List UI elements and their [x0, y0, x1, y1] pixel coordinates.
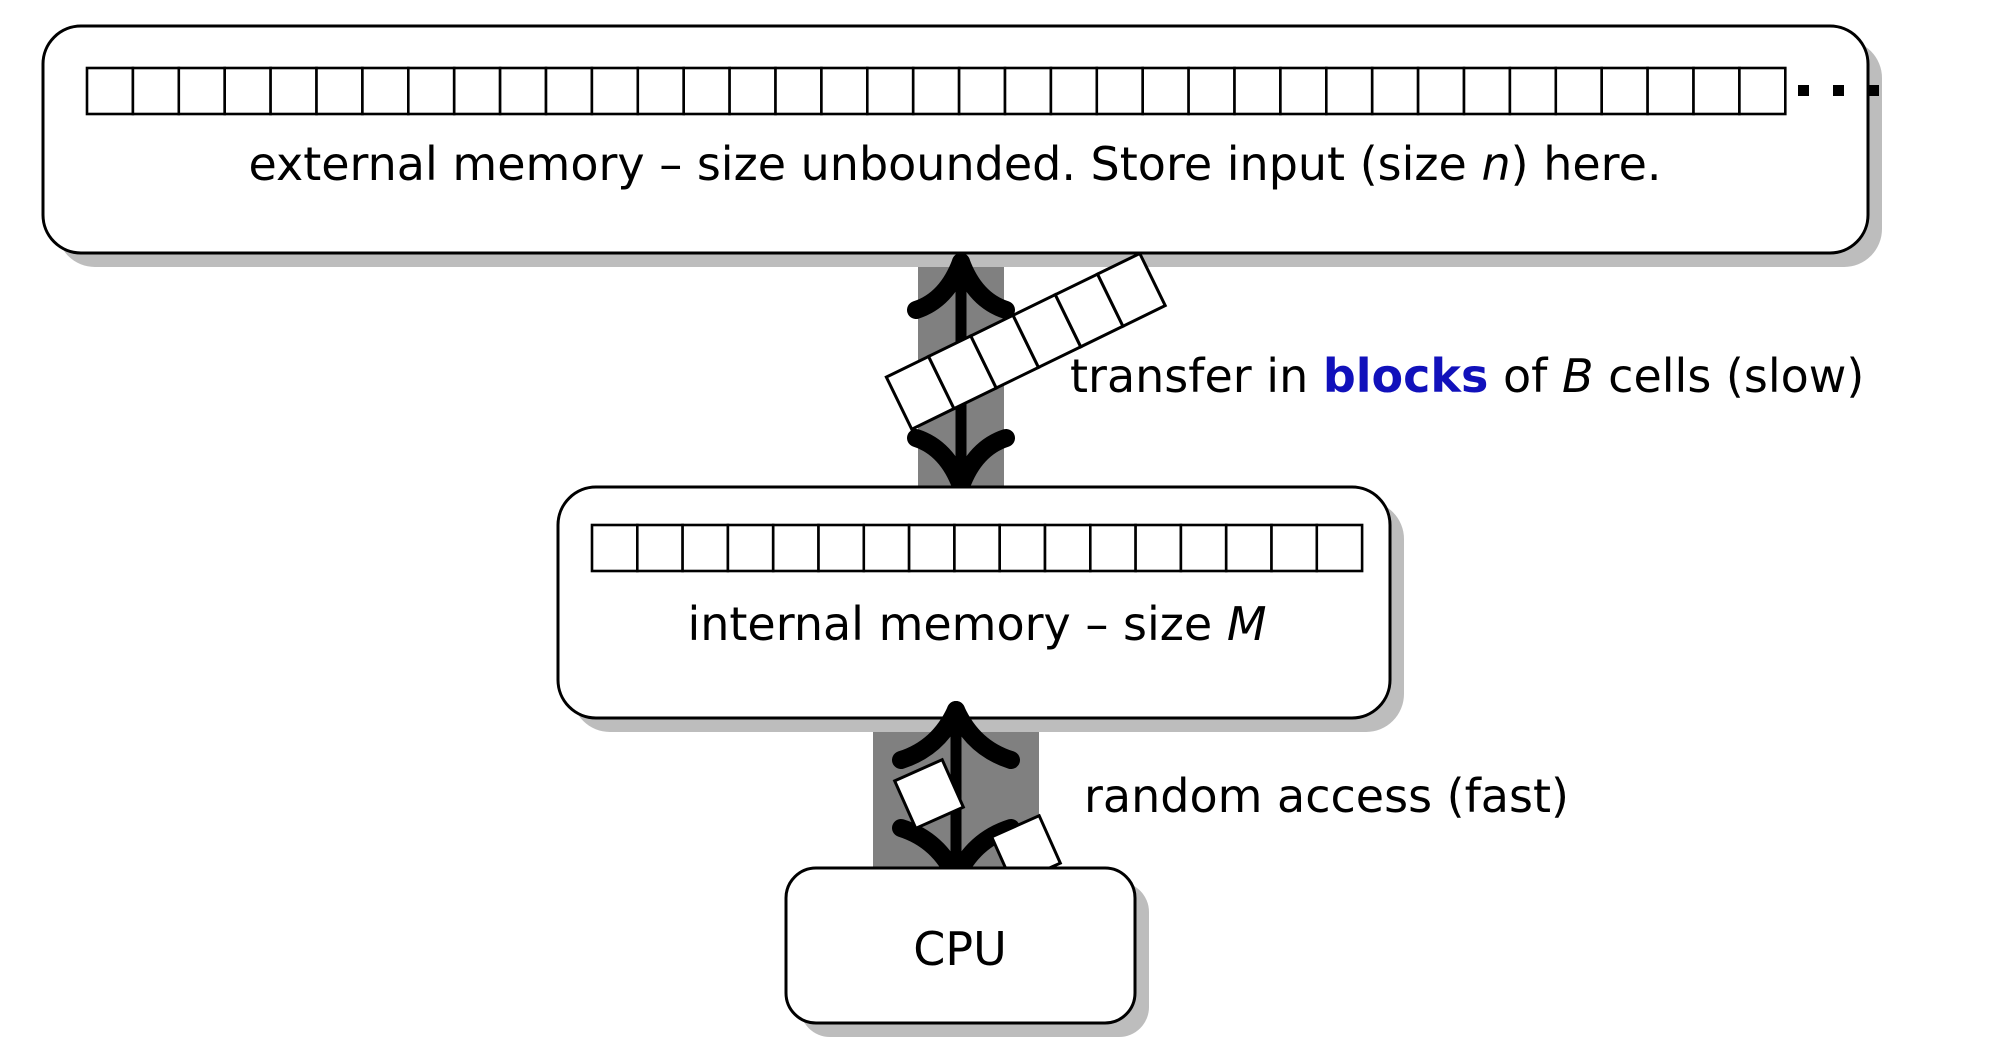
access-channel-label: random access (fast) — [1084, 769, 1569, 823]
transfer-arrow-head-up — [952, 253, 1015, 319]
memory-cell — [1179, 523, 1228, 573]
transfer-channel-label: transfer in blocks of B cells (slow) — [1070, 349, 1864, 403]
memory-cell — [406, 66, 456, 116]
memory-cell — [590, 523, 639, 573]
memory-cell — [223, 66, 272, 116]
cpu-box[interactable]: CPU — [784, 866, 1149, 1037]
access-loose-cells — [892, 757, 1063, 887]
memory-cell — [1224, 523, 1273, 573]
internal-memory-box[interactable]: internal memory – size M — [556, 485, 1404, 732]
memory-cell — [1315, 523, 1364, 573]
memory-cell — [85, 66, 135, 116]
external-memory-box[interactable]: external memory – size unbounded. Store … — [41, 24, 1882, 267]
memory-cell — [590, 66, 640, 116]
memory-cell — [1325, 66, 1374, 116]
memory-cell — [1270, 523, 1319, 573]
memory-cell — [1233, 66, 1282, 116]
external-memory-label-variable: n — [1481, 137, 1510, 191]
memory-cell — [1646, 66, 1695, 116]
memory-cell — [1089, 523, 1137, 573]
memory-cell — [1462, 66, 1512, 116]
memory-cell — [1095, 66, 1145, 116]
memory-cell — [1738, 66, 1787, 116]
memory-cell — [1600, 66, 1649, 116]
memory-cell — [681, 523, 730, 573]
external-memory-cell-strip — [85, 66, 1787, 116]
transfer-label-middle: of — [1488, 349, 1562, 403]
transfer-label-variable: B — [1562, 349, 1594, 403]
memory-cell — [820, 66, 869, 116]
memory-cell — [177, 66, 227, 116]
transfer-label-prefix: transfer in — [1070, 349, 1323, 403]
transfer-arrow — [907, 253, 1015, 495]
memory-cell — [361, 66, 410, 116]
cpu-label: CPU — [913, 922, 1007, 976]
internal-memory-label-prefix: internal memory – size — [687, 597, 1226, 651]
cpu-box-outline — [784, 866, 1137, 1025]
memory-cell — [726, 523, 775, 573]
memory-cell — [315, 66, 364, 116]
memory-cell — [998, 523, 1047, 573]
memory-cell — [544, 66, 594, 116]
internal-memory-label-variable: M — [1227, 597, 1267, 651]
memory-cell — [957, 66, 1007, 116]
external-memory-label: external memory – size unbounded. Store … — [249, 137, 1662, 191]
memory-cell — [682, 66, 731, 116]
memory-cell — [1508, 66, 1558, 116]
memory-cell — [911, 66, 961, 116]
external-memory-label-prefix: external memory – size unbounded. Store … — [249, 137, 1482, 191]
transfer-arrow-head-down — [952, 429, 1015, 495]
memory-cell — [774, 66, 823, 116]
memory-cell — [862, 523, 911, 573]
memory-cell — [1279, 66, 1328, 116]
memory-cell — [636, 66, 685, 116]
memory-cell — [269, 66, 318, 116]
external-memory-label-suffix: ) here. — [1511, 137, 1662, 191]
ellipsis-icon — [1798, 85, 1879, 96]
memory-cell — [865, 66, 915, 116]
loose-cell — [892, 757, 966, 831]
memory-cell — [728, 66, 777, 116]
memory-cell — [1692, 66, 1741, 116]
memory-cell — [1141, 66, 1190, 116]
memory-cell — [771, 523, 820, 573]
block-cell — [1095, 251, 1168, 329]
memory-cell — [131, 66, 181, 116]
internal-memory-label: internal memory – size M — [687, 597, 1266, 651]
access-arrow-head-up — [947, 701, 1020, 769]
memory-cell — [1043, 523, 1092, 573]
memory-cell — [1049, 66, 1099, 116]
memory-cell — [817, 523, 866, 573]
memory-cell — [907, 523, 956, 573]
memory-cell — [1187, 66, 1236, 116]
memory-cell — [1370, 66, 1420, 116]
memory-cell — [1134, 523, 1183, 573]
transfer-label-suffix: cells (slow) — [1594, 349, 1865, 403]
internal-memory-cell-strip — [590, 523, 1364, 573]
memory-cell — [452, 66, 502, 116]
memory-cell — [1554, 66, 1604, 116]
transfer-label-highlight: blocks — [1323, 349, 1489, 403]
transfer-block-of-cells — [884, 251, 1168, 432]
memory-cell — [635, 523, 684, 573]
memory-cell — [1003, 66, 1053, 116]
memory-cell — [1416, 66, 1466, 116]
memory-cell — [498, 66, 548, 116]
memory-cell — [953, 523, 1002, 573]
